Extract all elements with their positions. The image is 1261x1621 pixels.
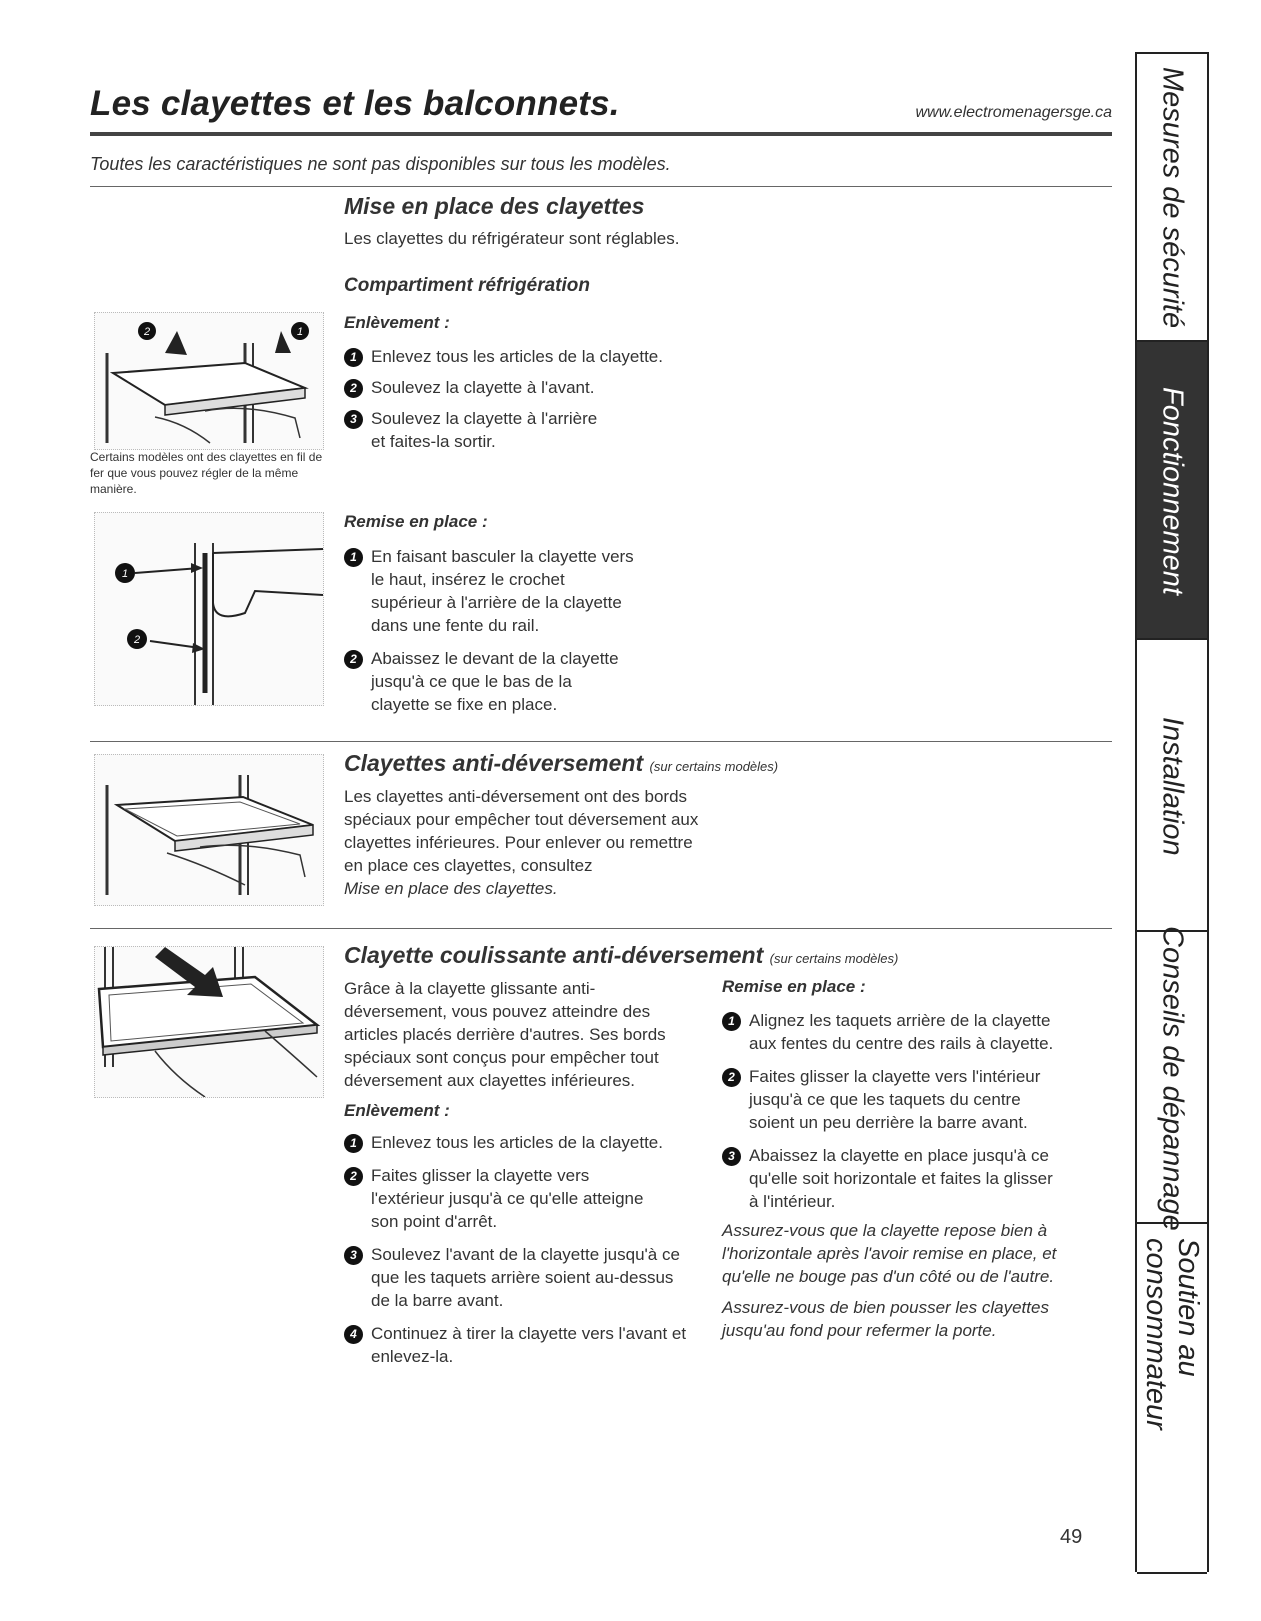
section-tabs: Mesures de sécurité Fonctionnement Insta…	[1135, 52, 1209, 1574]
list-item: 1 Enlevez tous les articles de la clayet…	[344, 345, 684, 368]
divider	[90, 186, 1112, 187]
section-title-shelf-placement: Mise en place des clayettes	[344, 193, 645, 219]
step-number: 2	[722, 1068, 741, 1087]
step-number: 2	[344, 379, 363, 398]
sliding-replace-steps: 1 Alignez les taquets arrière de la clay…	[722, 1009, 1060, 1213]
list-item: 3 Soulevez la clayette à l'arrière et fa…	[344, 407, 614, 453]
website-url[interactable]: www.electromenagersge.ca	[915, 104, 1112, 121]
page-number: 49	[1060, 1526, 1083, 1548]
removal-heading: Enlèvement :	[344, 1101, 450, 1120]
divider	[90, 741, 1112, 742]
section-intro: Les clayettes du réfrigérateur sont régl…	[344, 229, 680, 248]
step-number: 2	[344, 1167, 363, 1186]
list-item: 1 Enlevez tous les articles de la clayet…	[344, 1131, 704, 1154]
list-item: 1 En faisant basculer la clayette vers l…	[344, 545, 634, 637]
shelf-hook-illustration: 1 2	[94, 512, 324, 706]
sliding-removal-steps: 1 Enlevez tous les articles de la clayet…	[344, 1131, 704, 1368]
cross-reference: Mise en place des clayettes.	[344, 879, 558, 898]
removal-heading: Enlèvement :	[344, 313, 450, 332]
callout-label: 2	[143, 326, 150, 338]
divider	[90, 928, 1112, 929]
tab-troubleshooting[interactable]: Conseils de dépannage	[1137, 926, 1207, 1230]
page-title: Les clayettes et les balconnets.	[90, 84, 620, 123]
step-number: 3	[344, 1246, 363, 1265]
step-number: 1	[344, 348, 363, 367]
step-number: 1	[722, 1012, 741, 1031]
replace-heading: Remise en place :	[722, 977, 866, 996]
removal-steps: 1 Enlevez tous les articles de la clayet…	[344, 345, 684, 453]
callout-label: 1	[122, 568, 128, 580]
replace-steps: 1 En faisant basculer la clayette vers l…	[344, 545, 634, 716]
list-item: 1 Alignez les taquets arrière de la clay…	[722, 1009, 1060, 1055]
sliding-shelf-drawing	[97, 947, 321, 1098]
availability-note: Toutes les caractéristiques ne sont pas …	[90, 154, 671, 174]
title-rule	[90, 132, 1112, 136]
step-number: 1	[344, 548, 363, 567]
shelf-removal-illustration: 2 1	[94, 312, 324, 450]
list-item: 3 Soulevez l'avant de la clayette jusqu'…	[344, 1243, 694, 1312]
spill-proof-shelf-illustration	[94, 754, 324, 906]
step-number: 3	[722, 1147, 741, 1166]
section-body: Les clayettes anti-déversement ont des b…	[344, 787, 699, 898]
tab-safety[interactable]: Mesures de sécurité	[1137, 52, 1207, 342]
illustration-caption: Certains modèles ont des clayettes en fi…	[90, 450, 323, 496]
subsection-title: Compartiment réfrigération	[344, 275, 590, 296]
replace-heading: Remise en place :	[344, 512, 488, 531]
callout-label: 2	[133, 634, 140, 646]
list-item: 4 Continuez à tirer la clayette vers l'a…	[344, 1322, 704, 1368]
list-item: 2 Faites glisser la clayette vers l'exté…	[344, 1164, 664, 1233]
list-item: 3 Abaissez la clayette en place jusqu'à …	[722, 1144, 1060, 1213]
callout-label: 1	[297, 326, 303, 338]
placement-note: Assurez-vous que la clayette repose bien…	[722, 1221, 1057, 1286]
model-note: (sur certains modèles)	[769, 951, 899, 966]
tab-installation[interactable]: Installation	[1137, 638, 1207, 932]
list-item: 2 Faites glisser la clayette vers l'inté…	[722, 1065, 1042, 1134]
step-number: 1	[344, 1134, 363, 1153]
sliding-shelf-intro: Grâce à la clayette glissante anti-déver…	[344, 979, 666, 1090]
shelf-removal-drawing: 2 1	[105, 322, 309, 444]
shelf-hook-drawing: 1 2	[115, 543, 324, 705]
sliding-shelf-illustration	[94, 946, 324, 1098]
step-number: 4	[344, 1325, 363, 1344]
step-number: 2	[344, 650, 363, 669]
tab-consumer-support[interactable]: Soutien au consommateur	[1137, 1222, 1207, 1574]
model-note: (sur certains modèles)	[649, 759, 779, 774]
section-title-sliding-shelf: Clayette coulissante anti-déversement (s…	[344, 942, 899, 968]
list-item: 2 Soulevez la clayette à l'avant.	[344, 376, 684, 399]
door-note: Assurez-vous de bien pousser les clayett…	[722, 1298, 1049, 1340]
spill-proof-shelf-drawing	[105, 775, 314, 895]
step-number: 3	[344, 410, 363, 429]
list-item: 2 Abaissez le devant de la clayette jusq…	[344, 647, 634, 716]
tab-operation[interactable]: Fonctionnement	[1137, 340, 1207, 640]
section-title-spill-proof: Clayettes anti-déversement (sur certains…	[344, 750, 779, 776]
